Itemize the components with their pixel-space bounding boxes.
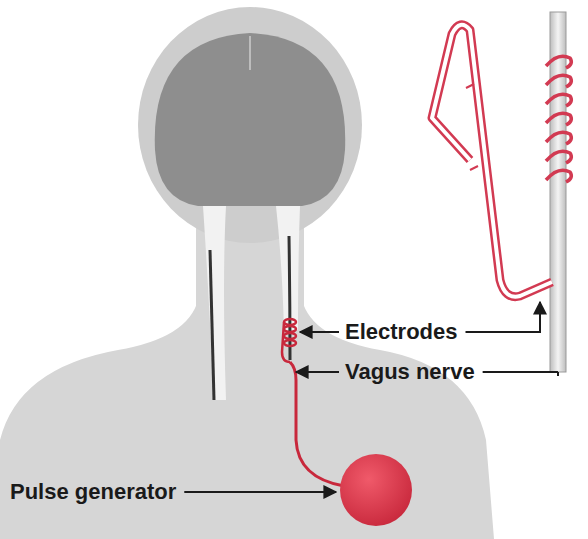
vagus-nerve-left	[210, 250, 214, 400]
inset-lead	[432, 25, 552, 297]
coil-loop	[546, 113, 571, 125]
leader-line	[466, 302, 541, 332]
leader-line	[300, 331, 339, 333]
part-label: Electrodes	[343, 319, 460, 344]
coil-loop	[546, 132, 571, 144]
leader-line	[483, 371, 558, 373]
coil-loop	[546, 56, 571, 68]
pulse-generator	[340, 454, 412, 526]
lead-wire	[290, 362, 344, 486]
coil-loop	[546, 170, 571, 182]
brain-midline	[249, 36, 251, 70]
neck-channel	[203, 206, 226, 400]
leader-line	[184, 491, 336, 493]
inset-electrode-coil	[546, 56, 571, 182]
brain	[155, 33, 345, 206]
leader-line	[557, 372, 559, 376]
coil-loop	[546, 151, 571, 163]
leader-line	[296, 371, 339, 373]
coil-loop	[546, 94, 571, 106]
coil-loop	[546, 75, 571, 87]
device-label: Pulse generator	[8, 479, 178, 504]
vagus-nerve-right	[289, 236, 290, 360]
head	[138, 7, 362, 243]
inset-vagus-nerve	[550, 12, 566, 372]
part-label: Vagus nerve	[343, 359, 477, 384]
neck-electrodes	[282, 319, 296, 362]
